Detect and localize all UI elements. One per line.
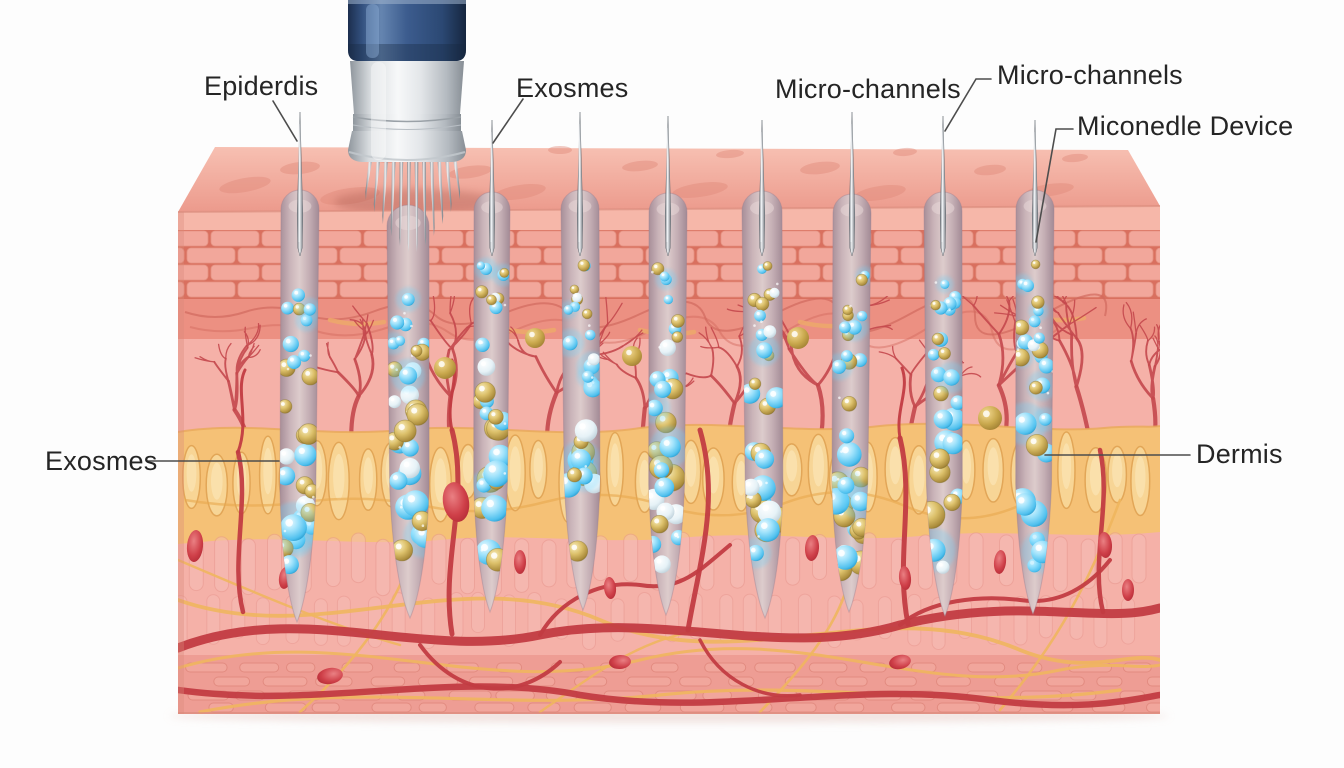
leader-microneedle-device xyxy=(1035,128,1074,243)
needle-spike xyxy=(758,119,766,257)
label-dermis: Dermis xyxy=(1196,439,1283,469)
device-needle xyxy=(390,150,397,236)
label-micro-channels-a: Micro-channels xyxy=(775,74,961,104)
device-needle-head xyxy=(348,131,466,162)
microneedle-device-graphic xyxy=(348,0,466,252)
device-cap xyxy=(348,0,466,61)
label-epidermis: Epiderdis xyxy=(204,71,319,101)
needle-spike xyxy=(576,111,584,257)
needle-spike xyxy=(1031,119,1039,257)
exosome-bubbles xyxy=(387,287,430,562)
micro-channel xyxy=(741,119,784,620)
label-exosomes-top: Exosmes xyxy=(516,73,629,103)
micro-channel xyxy=(831,111,872,614)
device-body xyxy=(350,61,464,114)
leader-exosomes-top xyxy=(492,98,524,144)
device-needle xyxy=(421,150,427,246)
needle-spike xyxy=(488,119,496,257)
leader-micro-channels-b xyxy=(944,78,992,132)
needle-spike xyxy=(664,115,672,257)
leader-epidermis xyxy=(272,100,298,142)
device-needle xyxy=(429,150,435,236)
micro-channel xyxy=(386,204,430,620)
device-needle xyxy=(399,150,404,246)
device-needle xyxy=(373,150,382,212)
device-needle xyxy=(414,150,419,252)
label-microneedle-device: Miconedle Device xyxy=(1077,111,1294,141)
micro-channel xyxy=(473,119,511,614)
needle-spike xyxy=(296,111,304,257)
needle-spike xyxy=(848,111,856,257)
needle-spike xyxy=(939,115,947,257)
micro-channel xyxy=(923,115,963,618)
device-needle xyxy=(444,150,452,212)
device-needle xyxy=(407,150,411,252)
label-exosomes-left: Exosmes xyxy=(45,446,158,476)
device-needle xyxy=(436,150,444,224)
exosome-bubbles xyxy=(742,261,783,569)
label-micro-channels-b: Micro-channels xyxy=(997,60,1183,90)
device-needle xyxy=(382,150,389,224)
exosome-bubbles xyxy=(473,257,510,572)
exosome-bubbles xyxy=(832,266,871,582)
